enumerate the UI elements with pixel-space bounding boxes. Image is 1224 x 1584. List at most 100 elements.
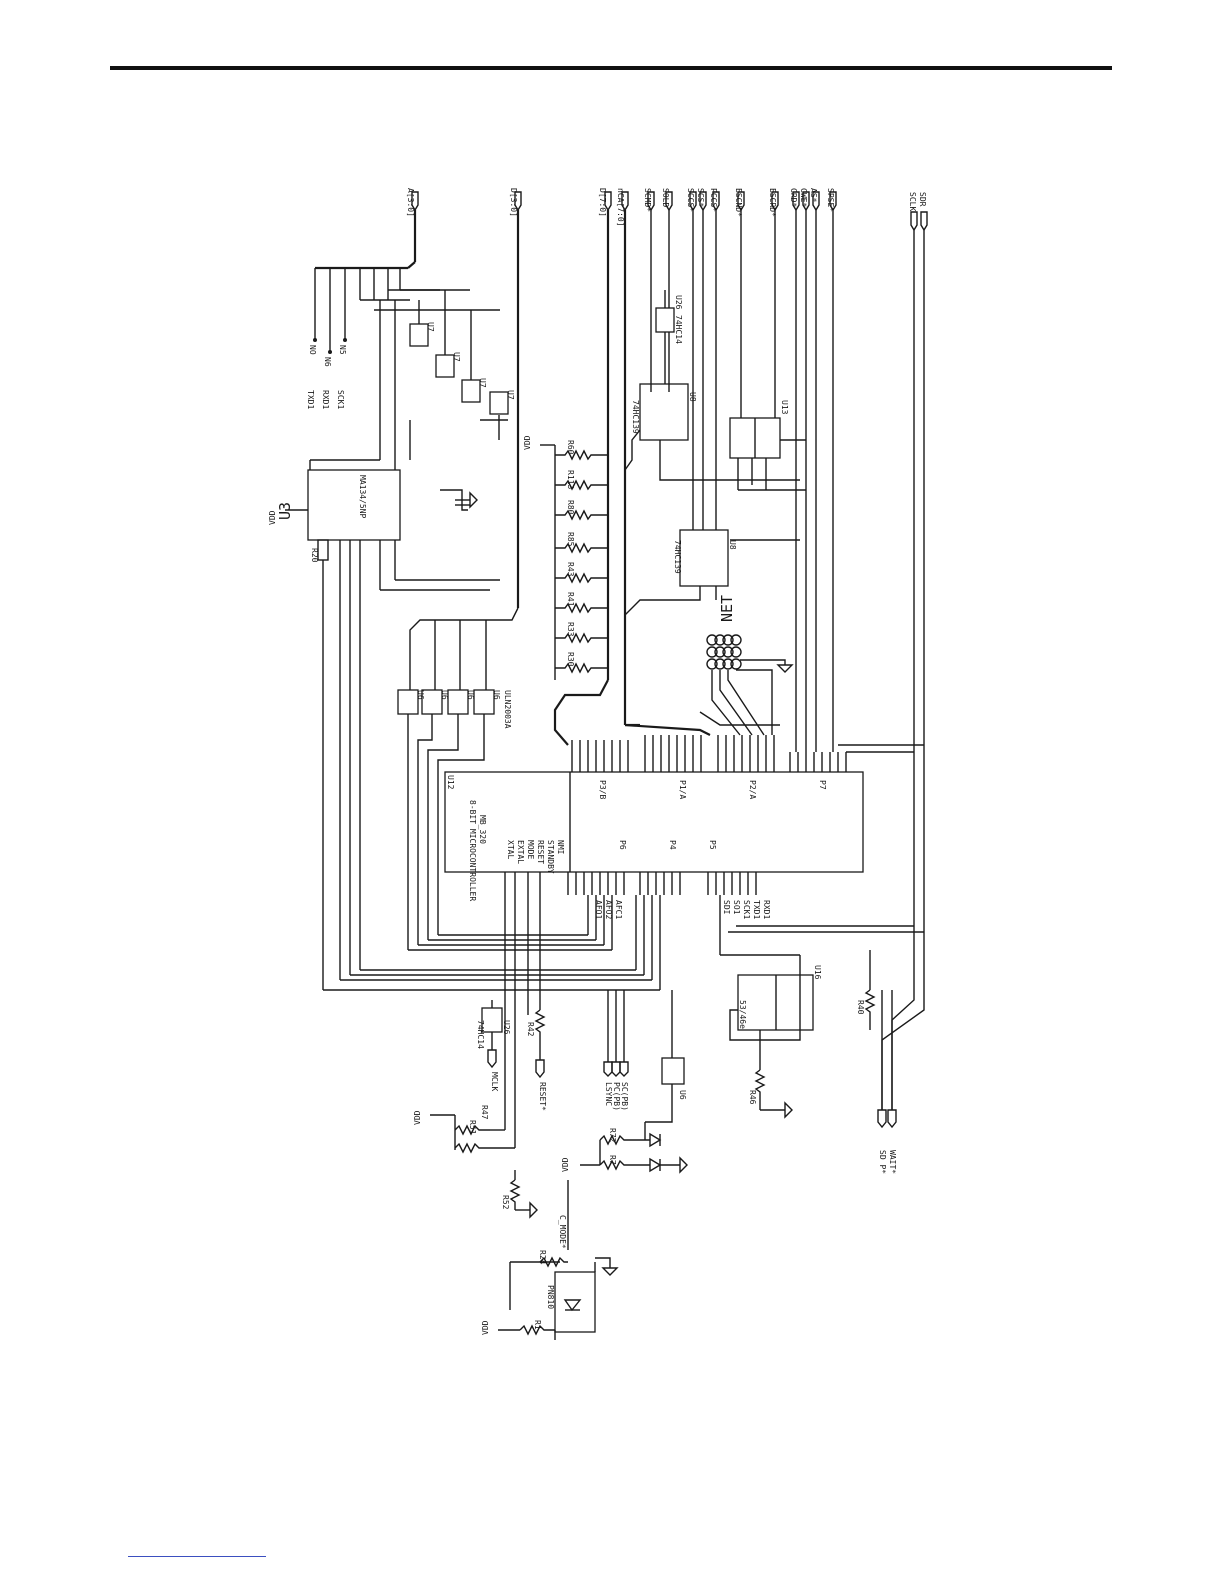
svg-text:U6: U6 [416, 690, 425, 700]
reset-circuit: R42 RESET* [526, 1000, 547, 1111]
svg-text:SO1: SO1 [732, 900, 741, 915]
svg-text:P5: P5 [708, 840, 717, 850]
svg-text:U7: U7 [506, 390, 515, 400]
svg-text:SCCS*: SCCS* [686, 188, 695, 212]
sig-sccs: SCCS* [686, 188, 697, 530]
svg-text:R33: R33 [566, 622, 575, 637]
svg-text:VDD: VDD [523, 435, 532, 450]
sig-sold: SOLD [661, 188, 673, 392]
svg-text:C_MODE*: C_MODE* [558, 1215, 567, 1249]
svg-text:R42: R42 [526, 1022, 535, 1037]
u8-upper: 74HC139 U8 U26 74HC14 [624, 290, 800, 481]
svg-text:AFC1: AFC1 [614, 900, 623, 919]
svg-text:U3: U3 [276, 502, 294, 520]
svg-text:TXD1: TXD1 [306, 390, 315, 409]
svg-text:CWE*: CWE* [799, 188, 808, 207]
svg-text:U7: U7 [426, 322, 435, 332]
svg-text:WAIT*: WAIT* [888, 1150, 897, 1174]
svg-text:RESET: RESET [536, 840, 545, 864]
svg-text:SCK1: SCK1 [742, 900, 751, 919]
svg-text:U26: U26 [502, 1020, 511, 1035]
sdp-wait: SD P* WAIT* [877, 926, 925, 1174]
svg-text:U6: U6 [492, 690, 501, 700]
u6-uln2003a: U6 U6 U6 U6 ULN2003A [397, 607, 519, 950]
svg-text:AS*: AS* [809, 188, 818, 203]
svg-text:74HC139: 74HC139 [631, 400, 640, 434]
svg-text:SDR: SDR [918, 192, 927, 207]
svg-text:P3/B: P3/B [598, 780, 607, 799]
svg-text:R20: R20 [310, 548, 319, 563]
c-mode-circuit: C_MODE* R24 PN810 VDD R1 [481, 1180, 619, 1340]
sig-scmd: SCMD* [643, 188, 655, 392]
svg-text:PCCS*: PCCS* [709, 188, 718, 212]
u8-lower: 74HC139 U8 [624, 529, 800, 616]
u12-top-pins [571, 711, 924, 772]
svg-text:AFO1: AFO1 [594, 900, 603, 919]
svg-text:U6: U6 [678, 1090, 687, 1100]
svg-text:P6: P6 [618, 840, 627, 850]
svg-text:CRD*: CRD* [789, 188, 798, 207]
svg-text:TXD1: TXD1 [752, 900, 761, 919]
svg-text:U6: U6 [466, 690, 475, 700]
svg-text:U7: U7 [452, 352, 461, 362]
svg-text:R47: R47 [480, 1105, 489, 1120]
svg-text:P1/A: P1/A [678, 780, 687, 799]
svg-text:D[7:0]: D[7:0] [598, 188, 607, 217]
svg-text:nCA[7:0]: nCA[7:0] [616, 188, 625, 227]
svg-text:R51: R51 [468, 1120, 477, 1135]
svg-text:VDD: VDD [481, 1320, 490, 1335]
svg-text:MODE: MODE [526, 840, 535, 859]
pullup-network: VDD R51 R47 R52 [413, 1000, 538, 1219]
svg-text:SDI: SDI [722, 900, 731, 915]
sig-pccs: PCCS* [709, 188, 720, 530]
svg-text:R1: R1 [533, 1320, 542, 1330]
svg-text:R30: R30 [566, 652, 575, 667]
svg-text:U7: U7 [478, 378, 487, 388]
svg-text:NET: NET [718, 595, 736, 622]
svg-text:N5: N5 [338, 345, 347, 355]
svg-text:R85: R85 [566, 532, 575, 547]
svg-text:P4: P4 [668, 840, 677, 850]
svg-text:P7: P7 [818, 780, 827, 790]
svg-text:R80: R80 [566, 500, 575, 515]
svg-text:RESET*: RESET* [538, 1082, 547, 1111]
svg-text:AFO2: AFO2 [604, 900, 613, 919]
resistor-ladder: VDD R60 R113 R80 R85 R43 R41 R33 R30 [523, 435, 609, 746]
svg-text:R24: R24 [538, 1250, 547, 1265]
svg-text:53/46e: 53/46e [738, 1000, 747, 1029]
svg-text:SC(PB): SC(PB) [620, 1082, 629, 1111]
lsync-pc-sc: LSYNC PC(PB) SC(PB) [603, 990, 629, 1111]
svg-text:SCMD*: SCMD* [643, 188, 652, 212]
svg-text:PC(PB): PC(PB) [612, 1082, 621, 1111]
svg-text:LSYNC: LSYNC [604, 1082, 613, 1106]
svg-text:ULN2003A: ULN2003A [503, 690, 512, 729]
svg-text:RXD1: RXD1 [321, 390, 330, 409]
svg-text:R7: R7 [608, 1155, 617, 1165]
svg-text:R41: R41 [566, 592, 575, 607]
svg-text:R40: R40 [856, 1000, 865, 1015]
svg-text:R113: R113 [566, 470, 575, 489]
svg-text:SD P*: SD P* [878, 1150, 887, 1174]
sig-escnd: ESCND* [734, 188, 745, 418]
svg-text:MCLK: MCLK [490, 1072, 499, 1091]
svg-text:74HC14: 74HC14 [674, 315, 683, 344]
svg-text:STANDBY: STANDBY [546, 840, 555, 874]
svg-text:VDD: VDD [561, 1157, 570, 1172]
u6-lower: U6 [645, 990, 687, 1123]
sig-escrd: ESCRD* [768, 188, 779, 418]
svg-text:U8: U8 [728, 540, 737, 550]
svg-text:74HC14: 74HC14 [476, 1020, 485, 1049]
svg-text:8-BIT MICROCONTROLLER: 8-BIT MICROCONTROLLER [468, 800, 477, 901]
ground-symbol [455, 491, 478, 509]
svg-text:74HC139: 74HC139 [673, 540, 682, 574]
bus-nca: nCA[7:0] [616, 188, 629, 725]
svg-text:SCS*: SCS* [696, 188, 705, 207]
svg-text:MB_320: MB_320 [478, 815, 487, 844]
svg-text:MA134/5NP: MA134/5NP [358, 475, 367, 519]
svg-text:SCK1: SCK1 [336, 390, 345, 409]
u26-lower: 74HC14 U26 MCLK [476, 1000, 511, 1091]
svg-text:NO: NO [308, 345, 317, 355]
svg-text:D[3:0]: D[3:0] [509, 188, 518, 217]
svg-text:SOLD: SOLD [661, 188, 670, 207]
